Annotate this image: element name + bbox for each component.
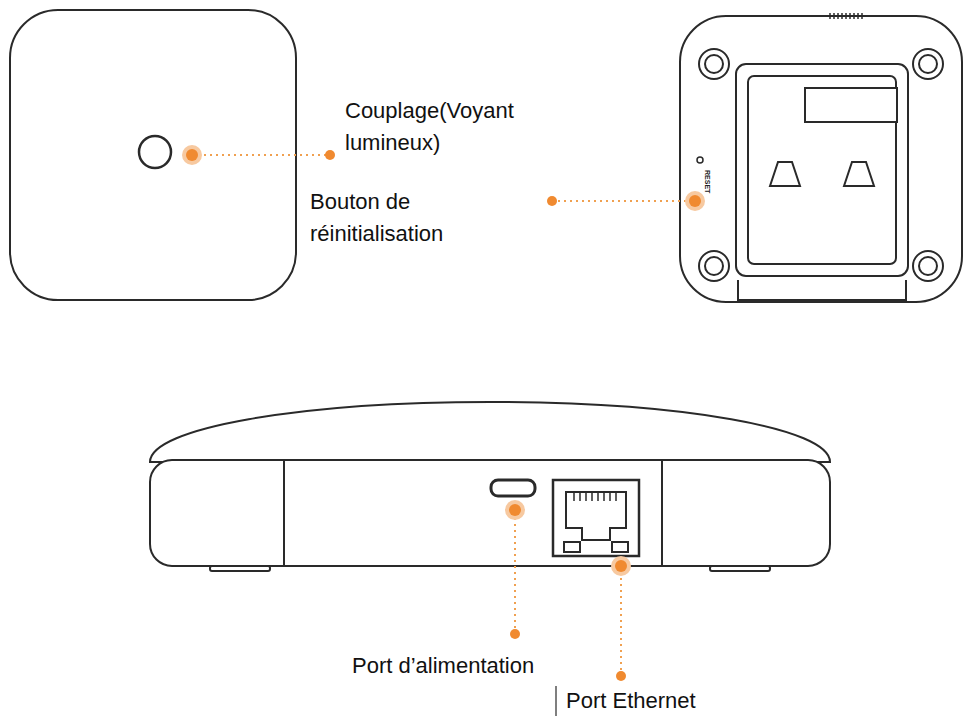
pairing-button <box>139 136 171 168</box>
leader-lines <box>192 155 690 674</box>
foot <box>705 55 723 73</box>
ethernet-pins <box>574 493 616 501</box>
side-body <box>150 460 830 566</box>
vent-slot <box>857 13 859 19</box>
reset-marking: RESET <box>703 170 711 193</box>
dot-halo <box>182 145 202 165</box>
label-window <box>805 88 897 122</box>
foot <box>699 49 729 79</box>
leader-dot <box>510 629 520 639</box>
mount-slot <box>770 162 800 186</box>
pin <box>615 493 617 501</box>
foot <box>710 566 770 571</box>
reset-hole <box>697 157 703 163</box>
vent-slot <box>829 13 831 19</box>
pin <box>585 493 587 501</box>
callout-label: Bouton de réinitialisation <box>310 186 500 250</box>
dot-halo <box>685 191 705 211</box>
leader-dot <box>616 671 626 681</box>
foot <box>705 257 723 275</box>
ethernet-socket <box>566 492 626 540</box>
foot <box>919 257 937 275</box>
back-housing <box>680 16 962 302</box>
pin <box>579 493 581 501</box>
vent-slot <box>853 13 855 19</box>
vent-slot <box>861 13 863 19</box>
leader-dots <box>182 145 705 681</box>
leader-dot <box>325 150 335 160</box>
port-panel <box>284 460 662 566</box>
stray-bar <box>555 686 557 716</box>
leader-line <box>514 512 516 632</box>
callout-label: Port d’alimentation <box>352 650 534 682</box>
leader-dot <box>689 195 701 207</box>
dot-halo <box>611 556 631 576</box>
micro-usb-port <box>491 480 535 496</box>
pin <box>597 493 599 501</box>
leader-dot <box>547 196 557 206</box>
bottom-tab <box>738 280 906 300</box>
pin <box>609 493 611 501</box>
pin <box>573 493 575 501</box>
leader-line <box>620 566 622 674</box>
devices <box>10 10 962 571</box>
side-dome <box>150 402 830 462</box>
pin <box>591 493 593 501</box>
dot-halo <box>505 500 525 520</box>
ethernet-led <box>564 542 580 552</box>
foot <box>919 55 937 73</box>
pin <box>603 493 605 501</box>
mount-slot <box>844 162 874 186</box>
callout-label: Port Ethernet <box>566 685 696 717</box>
foot <box>913 251 943 281</box>
ethernet-port <box>553 480 639 556</box>
back-panel-inner <box>748 76 896 264</box>
vent-slots <box>830 13 862 19</box>
callout-label: Couplage(Voyant lumineux) <box>345 95 550 159</box>
vent-slot <box>837 13 839 19</box>
leader-dot <box>186 149 198 161</box>
leader-dot <box>615 560 627 572</box>
ethernet-led <box>612 542 628 552</box>
leader-dot <box>509 504 521 516</box>
vent-slot <box>845 13 847 19</box>
vent-slot <box>833 13 835 19</box>
leader-line <box>552 200 690 202</box>
vent-slot <box>849 13 851 19</box>
foot <box>913 49 943 79</box>
vent-slot <box>841 13 843 19</box>
foot <box>210 566 270 571</box>
foot <box>699 251 729 281</box>
leader-line <box>192 154 330 156</box>
back-panel-outer <box>736 64 908 276</box>
